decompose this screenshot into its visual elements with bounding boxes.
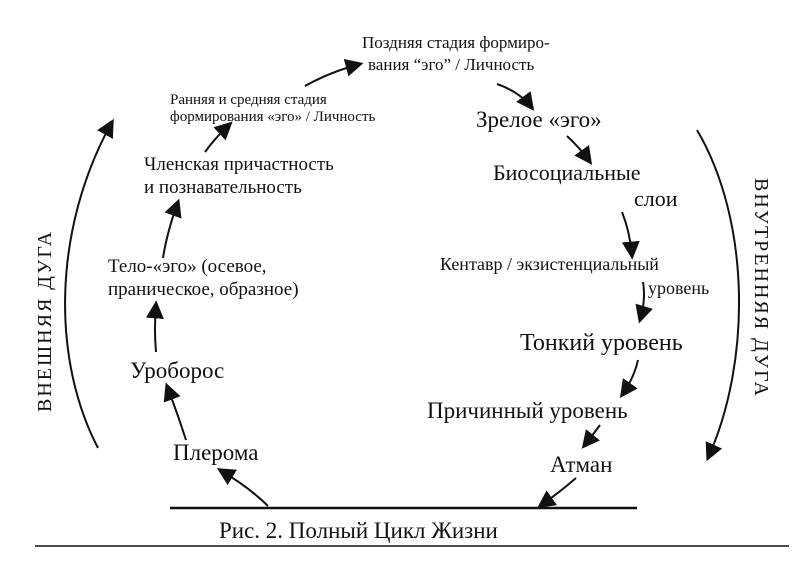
- node-uroboros: Уроборос: [130, 358, 224, 383]
- node-pleroma: Плерома: [173, 440, 258, 465]
- node-late-ego-line1: Поздняя стадия формиро-: [362, 33, 550, 52]
- arrow-late-mature: [496, 83, 535, 111]
- node-early-ego-line1: Ранняя и средняя стадия: [170, 92, 327, 108]
- arrow-mature-biosocial: [566, 135, 593, 165]
- arrow-biosocial-centaur: [621, 211, 640, 260]
- inner-arc-arrow: [696, 129, 741, 462]
- node-biosocial-line2: слои: [634, 186, 678, 211]
- node-biosocial-line1: Биосоциальные: [493, 160, 641, 185]
- node-centaur-line1: Кентавр / экзистенциальный: [440, 254, 659, 274]
- outer-arc-arrow: [64, 118, 114, 449]
- arrow-membership-early: [204, 121, 233, 153]
- node-causal: Причинный уровень: [427, 398, 628, 423]
- inner-arc-label: ВНУТРЕННЯЯ ДУГА: [750, 178, 772, 398]
- node-subtle: Тонкий уровень: [520, 330, 683, 356]
- node-membership-line1: Членская причастность: [144, 154, 334, 175]
- node-atman: Атман: [550, 452, 612, 477]
- node-centaur-line2: уровень: [648, 278, 709, 298]
- figure-caption: Рис. 2. Полный Цикл Жизни: [219, 518, 498, 543]
- outer-arc-label: ВНЕШНЯЯ ДУГА: [34, 230, 56, 412]
- arrow-baseline-pleroma: [216, 468, 269, 507]
- node-early-ego-line2: формирования «эго» / Личность: [170, 109, 376, 125]
- arrow-uroboros-bodyego: [145, 300, 164, 353]
- arrow-pleroma-uroboros: [163, 382, 187, 441]
- node-membership-line2: и познавательность: [144, 177, 302, 198]
- node-mature-ego: Зрелое «эго»: [476, 107, 602, 132]
- node-body-ego-line1: Тело-«эго» (осевое,: [108, 256, 267, 277]
- arrow-early-late: [304, 59, 364, 87]
- arrow-subtle-causal: [619, 359, 639, 398]
- arrow-centaur-subtle: [635, 281, 653, 324]
- arrow-bodyego-membership: [162, 198, 182, 259]
- node-late-ego-line2: вания “эго” / Личность: [368, 55, 534, 74]
- node-body-ego-line2: праническое, образное): [108, 279, 299, 300]
- arrow-causal-atman: [581, 424, 601, 449]
- arrow-atman-baseline: [537, 477, 577, 509]
